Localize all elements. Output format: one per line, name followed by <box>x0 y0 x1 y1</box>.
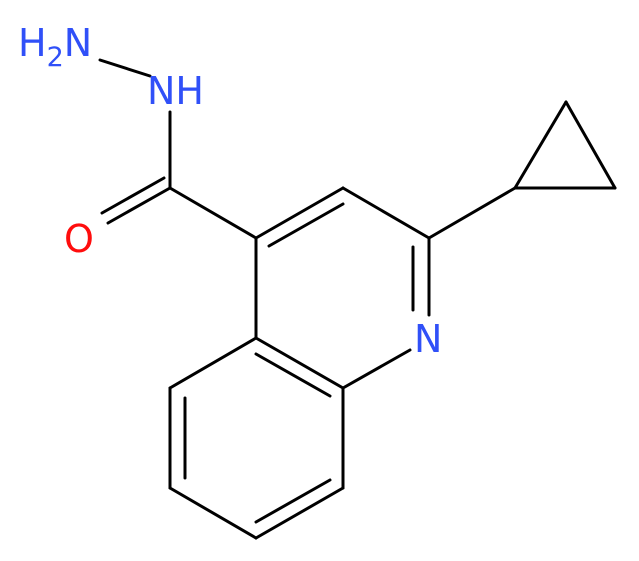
bond-carbonyl-c4 <box>168 186 258 240</box>
bond-c5-c4a <box>168 336 258 390</box>
bond-nh2-nh <box>98 58 152 78</box>
atom-label-nh: NH <box>147 69 204 113</box>
bond-c4a-c8a <box>254 336 345 390</box>
bond-c7-c6 <box>168 486 258 540</box>
bond-c2-cyclopropyl <box>427 186 517 240</box>
atom-label-h2n: H2N <box>18 21 92 73</box>
bond-c4-c3-inner <box>267 202 345 248</box>
atom-label-ring-n: N <box>414 317 442 361</box>
bond-carbonyl-o-inner <box>100 176 166 215</box>
bond-cyclopropyl-a <box>513 100 568 190</box>
bond-c8-c7-inner <box>254 478 332 524</box>
bond-c4-c3 <box>254 186 345 240</box>
bond-cyclopropyl-b <box>564 100 617 190</box>
bond-c3-c2 <box>341 186 431 240</box>
atom-label-o: O <box>64 217 94 261</box>
bond-c4a-c8a-inner <box>254 352 332 398</box>
bond-n1-c8a <box>341 348 412 390</box>
bond-carbonyl-o-outer <box>106 186 172 225</box>
bond-c8-c7 <box>254 486 345 540</box>
